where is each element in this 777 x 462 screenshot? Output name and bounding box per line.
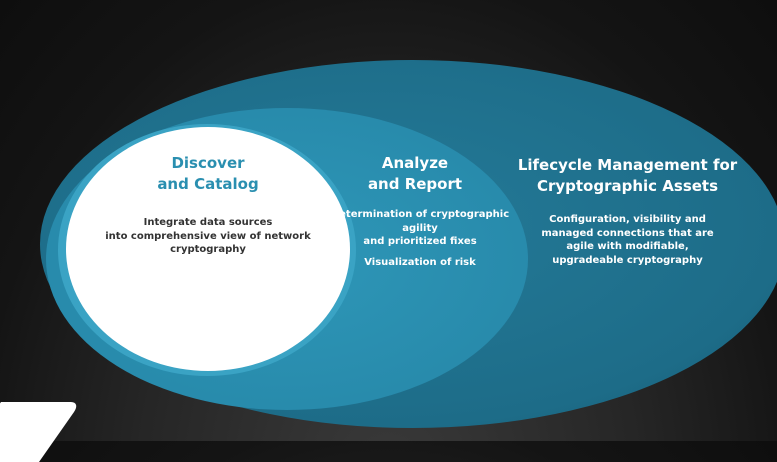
lifecycle-description: Configuration, visibility and managed co… <box>535 213 720 267</box>
discover-desc-line: cryptography <box>170 244 246 255</box>
analyze-desc-line: Determination of cryptographic <box>330 209 510 220</box>
lifecycle-desc-line: Configuration, visibility and <box>549 214 706 225</box>
lifecycle-title-line: Cryptographic Assets <box>536 177 719 195</box>
discover-desc-line: Integrate data sources <box>143 217 273 228</box>
analyze-title-line: Analyze <box>381 154 449 172</box>
analyze-desc-line: agility <box>402 222 438 234</box>
logo-corner <box>0 402 82 462</box>
analyze-desc-line: and prioritized fixes <box>363 236 477 247</box>
analyze-title: Analyze and Report <box>345 153 485 195</box>
discover-title: Discover and Catalog <box>118 153 298 195</box>
analyze-title-line: and Report <box>367 175 463 193</box>
discover-title-line: and Catalog <box>157 175 259 193</box>
lifecycle-desc-line: agile with modifiable, <box>566 241 689 252</box>
discover-desc-line: into comprehensive view of network <box>105 230 311 242</box>
lifecycle-desc-line: upgradeable cryptography <box>552 254 703 266</box>
lifecycle-desc-line: managed connections that are <box>541 227 714 239</box>
discover-title-line: Discover <box>171 154 245 172</box>
discover-description: Integrate data sources into comprehensiv… <box>88 216 328 257</box>
lifecycle-title-line: Lifecycle Management for <box>517 156 738 174</box>
lifecycle-title: Lifecycle Management for Cryptographic A… <box>515 155 740 197</box>
analyze-desc-line: Visualization of risk <box>364 256 476 268</box>
analyze-description: Determination of cryptographic agility a… <box>330 208 510 269</box>
discover-ellipse <box>66 127 350 371</box>
